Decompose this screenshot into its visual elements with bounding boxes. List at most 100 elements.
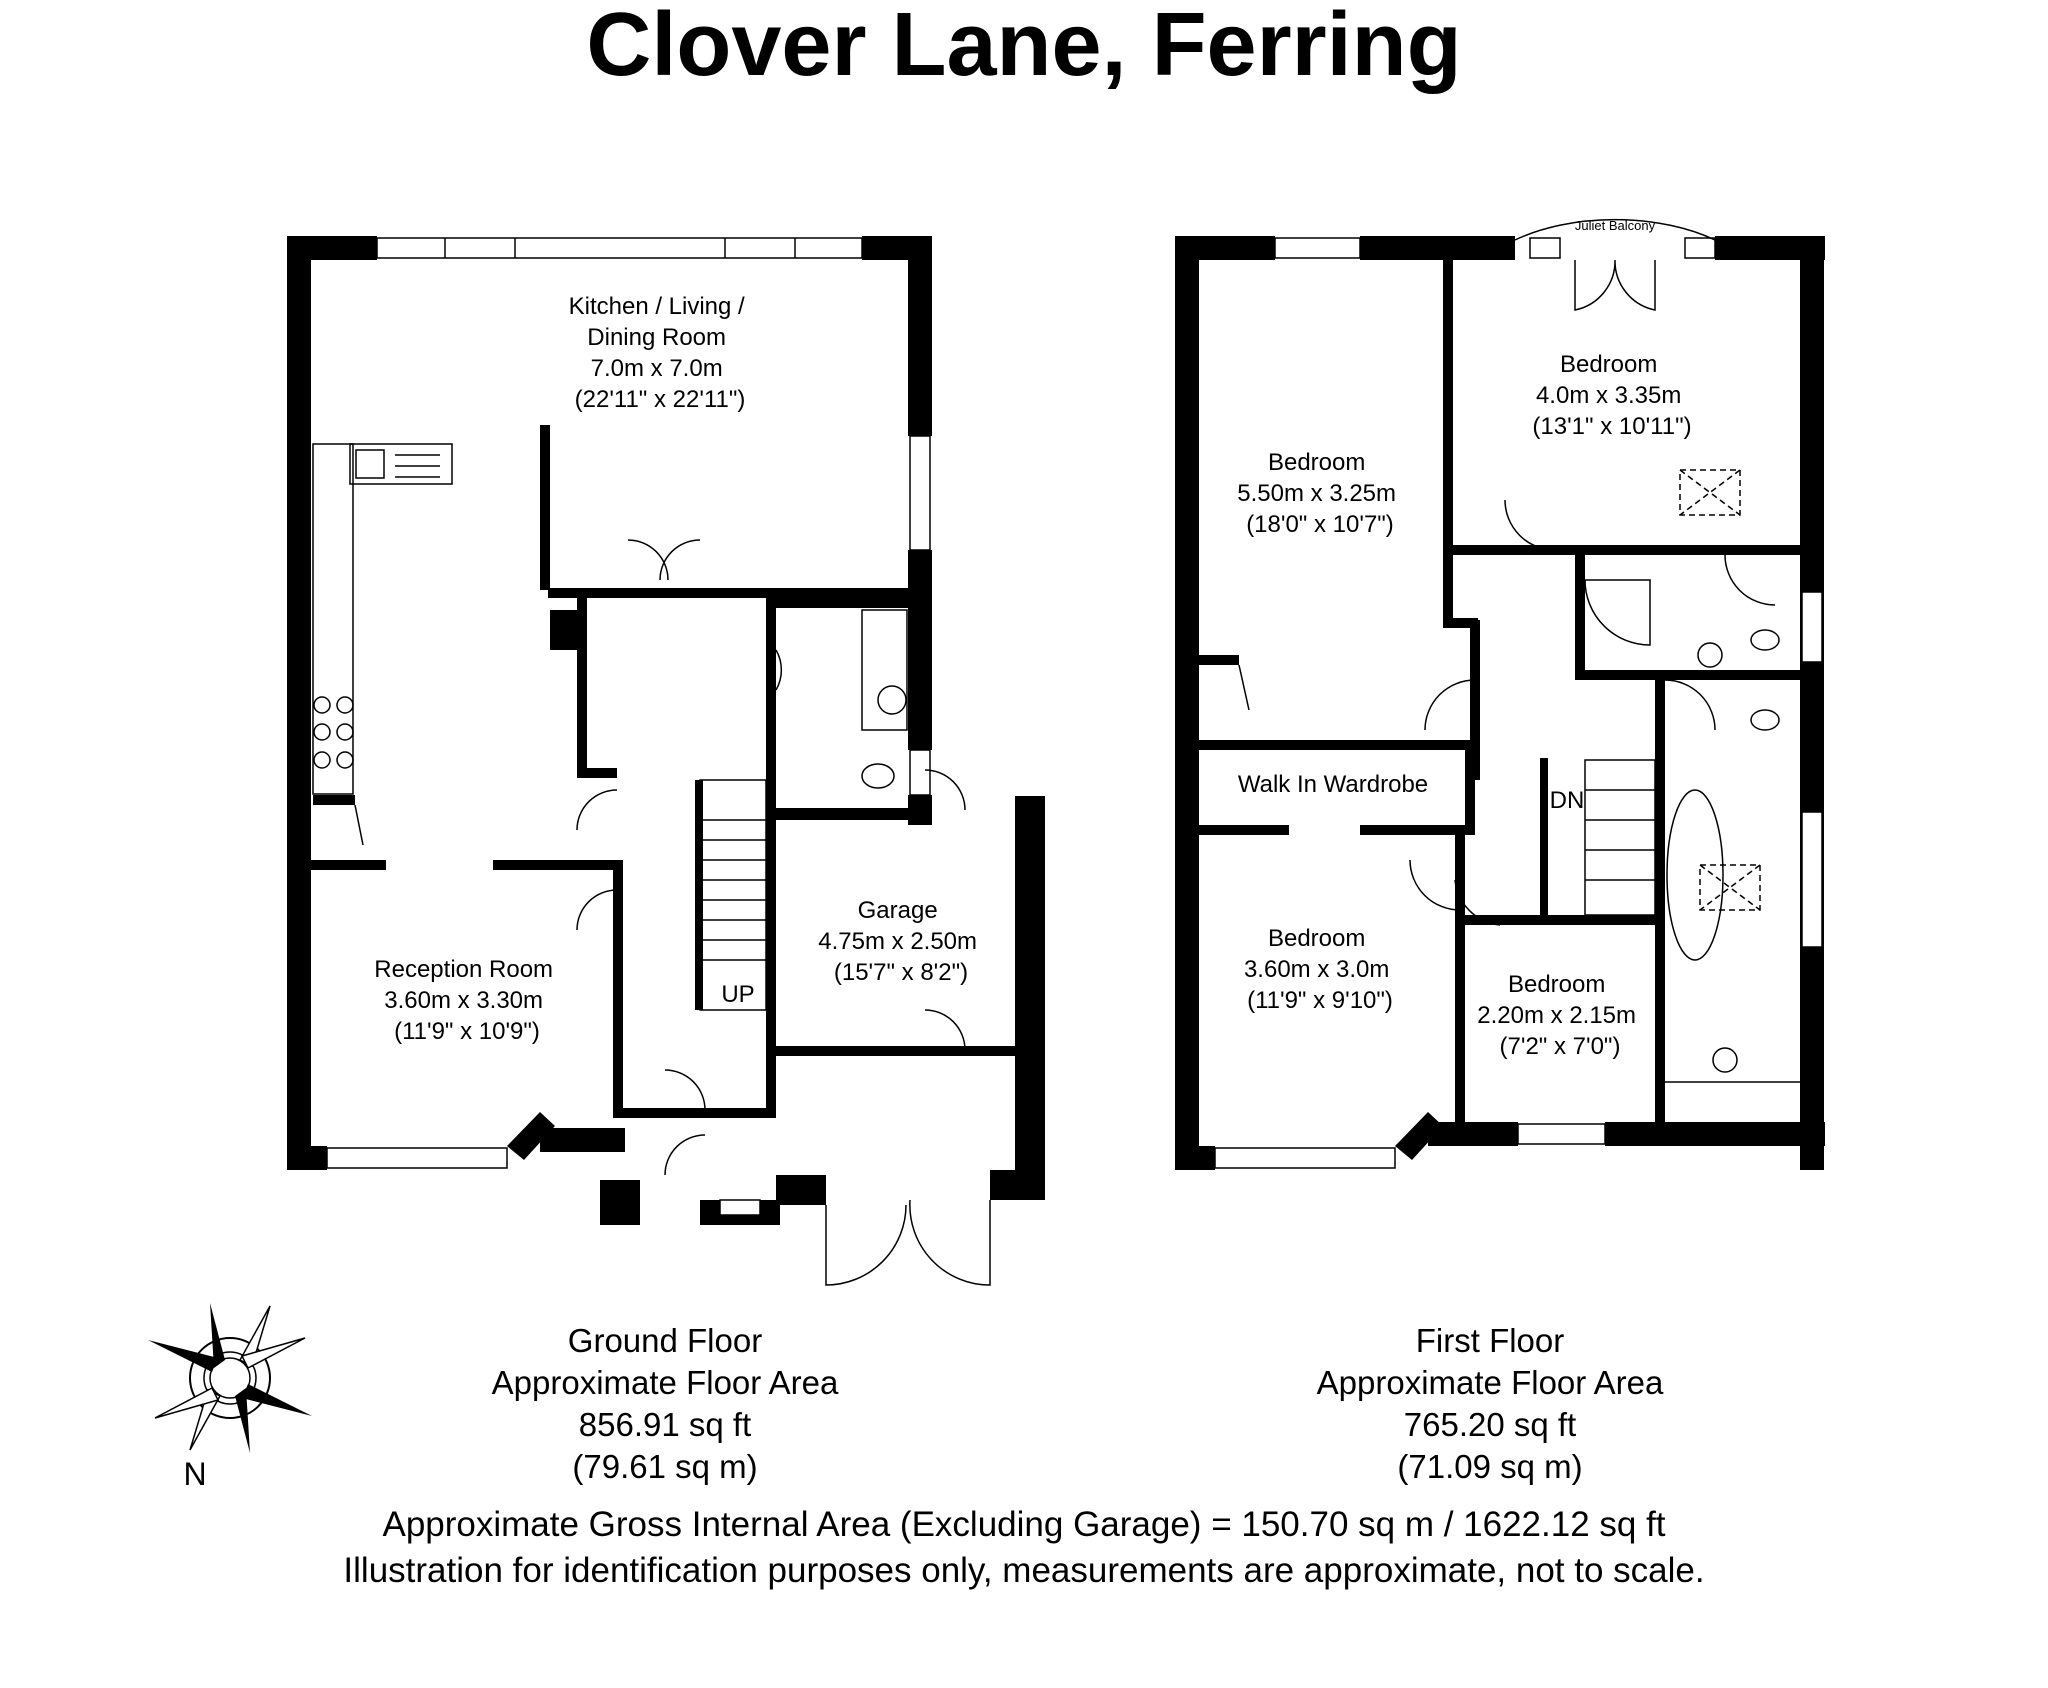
gf-stair-wall: [695, 780, 703, 1010]
gf-wall-north-left: [287, 236, 377, 260]
ff-stair-wall: [1540, 758, 1548, 918]
gf-porch-north: [613, 1108, 776, 1118]
gf-garage-east: [1015, 796, 1045, 1196]
gf-garage-front-doors: [825, 1199, 991, 1286]
loft-hatch-icon: [1679, 469, 1741, 516]
gf-wc-window: [909, 749, 931, 796]
ff-rear-window-balcony-r: [1684, 237, 1716, 259]
gf-cupboard-door: [354, 804, 364, 846]
ff-bathroom-window: [1801, 811, 1823, 948]
ground-floor-area-label: Approximate Floor Area: [491, 1364, 839, 1401]
ff-bathroom-door: [1664, 679, 1716, 731]
gf-garage-label: Garage 4.75m x 2.50m (15'7" x 8'2"): [818, 897, 983, 986]
gf-garage-south: [776, 1046, 1026, 1056]
ff-small-bed-label: Bedroom 2.20m x 2.15m (7'2" x 7'0"): [1477, 971, 1642, 1060]
gf-meter-cupboard: [550, 610, 580, 650]
kitchen-worktop: [312, 443, 354, 795]
ff-bed-right-door: [1504, 499, 1556, 551]
ground-floor-name: Ground Floor: [567, 1322, 763, 1359]
ff-ensuite-window: [1801, 591, 1823, 663]
juliet-balcony-rail: [1514, 218, 1716, 241]
ground-floor-area-sqft: 856.91 sq ft: [578, 1406, 752, 1443]
gf-kitchen-south-wall: [548, 588, 928, 598]
wc-toilet-icon: [861, 763, 895, 789]
gf-garage-front-left: [776, 1175, 826, 1205]
gf-garage-front-right: [990, 1170, 1045, 1200]
ff-front-bay-window: [1214, 1147, 1396, 1169]
ff-wall-north-mid: [1360, 236, 1515, 260]
hob-icon: [313, 696, 354, 769]
ff-ensuite-south: [1575, 670, 1800, 680]
ff-wall-north-left: [1175, 236, 1275, 260]
ensuite-toilet-icon: [1750, 629, 1780, 651]
ff-cupboard-bottom: [1443, 618, 1478, 628]
ff-bay-angle: [1395, 1112, 1443, 1160]
wc-basin-icon: [877, 685, 907, 715]
ff-rear-window-balcony-l: [1529, 237, 1561, 259]
juliet-balcony-label: Juliet Balcony: [1575, 218, 1656, 233]
gf-hall-east: [766, 598, 776, 1108]
first-floor-area-sqm: (71.09 sq m): [1397, 1448, 1583, 1485]
ff-stairs-down-label: DN: [1550, 787, 1585, 814]
first-floor-area-label: Approximate Floor Area: [1316, 1364, 1664, 1401]
gf-reception-door-2: [576, 889, 618, 931]
ensuite-basin-icon: [1697, 642, 1723, 668]
ff-front-bed-door: [1409, 859, 1461, 911]
gross-area-note: Approximate Gross Internal Area (Excludi…: [382, 1505, 1666, 1544]
ff-bed-right-south: [1555, 545, 1800, 555]
bathroom-loft-hatch-icon: [1699, 864, 1761, 911]
gf-wc-north: [776, 598, 916, 608]
gf-wall-east-upper: [908, 236, 932, 436]
wc-cistern-box: [861, 609, 908, 731]
ff-ensuite-door: [1724, 554, 1776, 606]
ff-bed-left-label: Bedroom 5.50m x 3.25m (18'0" x 10'7"): [1237, 449, 1402, 538]
ff-front-bed-label: Bedroom 3.60m x 3.0m (11'9" x 9'10"): [1244, 925, 1396, 1014]
gf-stair-treads: [700, 819, 766, 961]
shower-tray-icon: [1584, 579, 1651, 646]
ff-bed-right-south-left: [1443, 545, 1583, 555]
ff-wardrobe-south-right: [1360, 825, 1475, 835]
gf-reception-label: Reception Room 3.60m x 3.30m (11'9" x 10…: [374, 956, 559, 1045]
gf-garage-side-door: [924, 769, 966, 811]
compass-north-label: N: [183, 1456, 206, 1492]
gf-reception-north-left: [311, 860, 386, 870]
gf-hall-step: [577, 768, 617, 778]
ff-bed-cupboard-door: [1238, 664, 1250, 711]
gf-stairs-up-label: UP: [721, 981, 754, 1008]
gf-rear-patio-doors: [376, 237, 863, 259]
gf-porch-door: [664, 1134, 706, 1176]
first-floor-plan: Juliet Balcony: [1175, 218, 1825, 1170]
ff-stair-treads: [1585, 789, 1655, 881]
bathroom-basin-icon: [1712, 1047, 1738, 1073]
gf-wall-east-mid: [908, 550, 932, 750]
ff-small-bed-north: [1455, 915, 1660, 925]
gf-porch-door-threshold: [719, 1199, 761, 1216]
first-floor-name: First Floor: [1415, 1322, 1565, 1359]
gf-garage-north: [776, 808, 922, 818]
ff-wall-east: [1800, 236, 1824, 1170]
gf-porch-pier-left: [600, 1180, 640, 1225]
ff-wall-bed-divider: [1443, 258, 1453, 628]
gf-kitchen-divider: [540, 425, 550, 590]
ff-wall-south-right: [1605, 1122, 1825, 1146]
gf-wc-door: [775, 649, 783, 691]
ground-floor-area-sqm: (79.61 sq m): [572, 1448, 758, 1485]
juliet-balcony-doors: [1574, 259, 1656, 311]
ground-floor-area-info: Ground Floor Approximate Floor Area 856.…: [445, 1320, 885, 1488]
gf-wall-west: [287, 236, 311, 1170]
gf-stairs: [699, 779, 767, 1011]
ff-wardrobe-south-left: [1199, 825, 1289, 835]
ff-landing-wall-west: [1470, 620, 1480, 780]
ground-floor-plan: Kitchen / Living / Dining Room 7.0m x 7.…: [287, 236, 1045, 1286]
ff-ensuite-west: [1575, 545, 1585, 675]
gf-hall-west-upper: [577, 598, 587, 773]
ff-bath-west: [1655, 670, 1665, 1130]
gf-bay-angle: [507, 1112, 555, 1160]
gf-kitchen-label: Kitchen / Living / Dining Room 7.0m x 7.…: [569, 293, 752, 413]
ff-wardrobe-north: [1199, 740, 1474, 750]
gf-front-door: [664, 1069, 706, 1111]
bath-tub-icon: [1666, 789, 1724, 961]
ff-bed-left-door: [1424, 679, 1476, 731]
ff-front-bed-divider: [1455, 835, 1465, 1130]
